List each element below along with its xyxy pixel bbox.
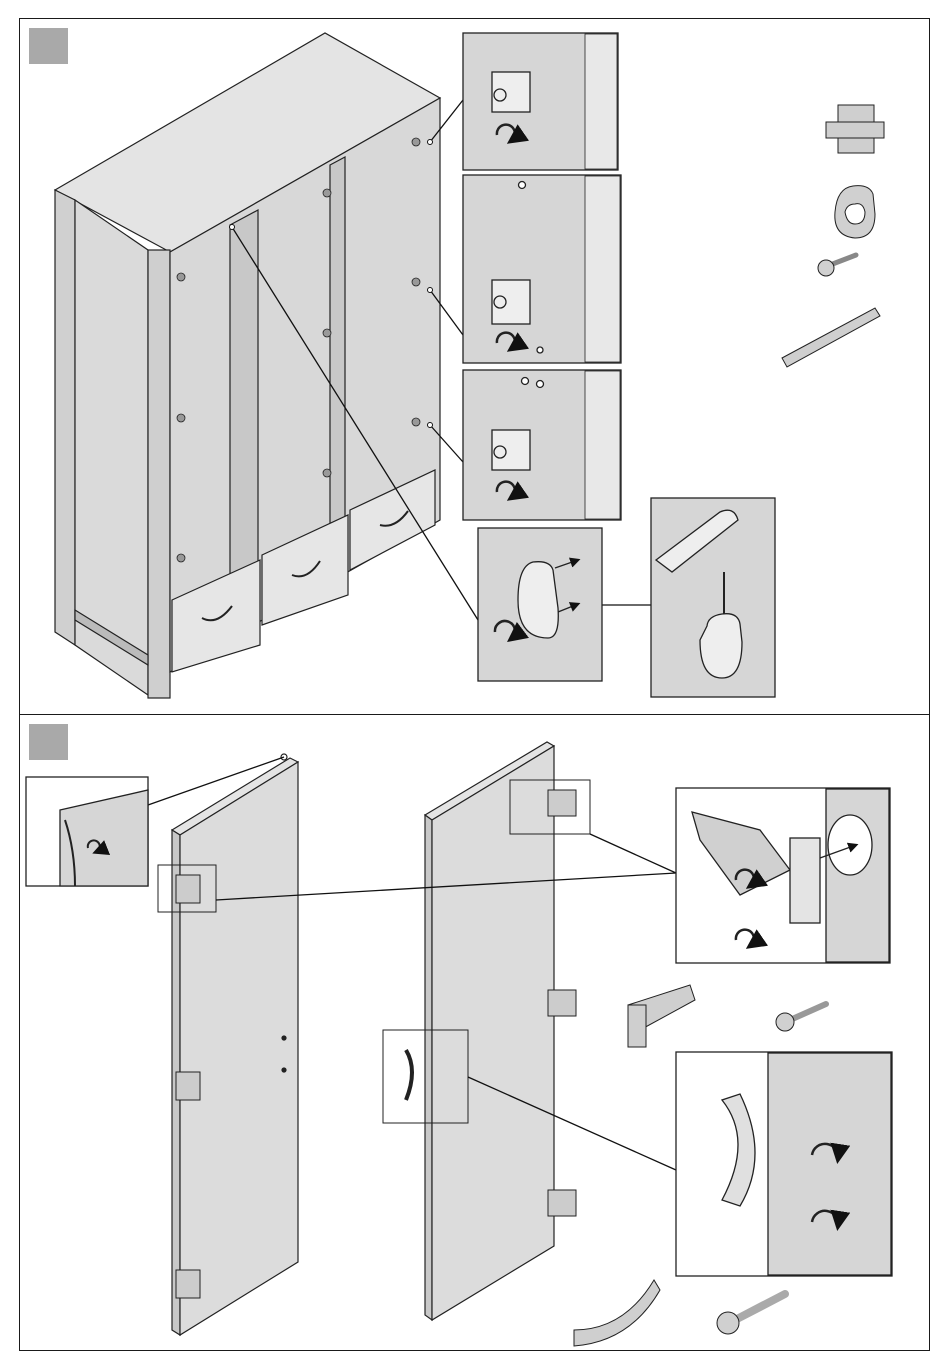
wardrobe-carcass [55,33,440,698]
screw-icon-2 [776,1004,826,1031]
left-door [172,754,298,1335]
bolt-icon [717,1294,785,1334]
rail-icon [782,308,880,367]
detail-box-handle [676,1052,892,1276]
detail-box-rod-holder [478,528,602,681]
detail-box-2 [463,175,621,363]
rod-holder-icon [835,186,875,238]
detail-box-3 [463,370,621,520]
detail-box-hinge [676,788,890,963]
screw-icon [818,255,856,276]
detail-box-edge-peel [26,777,148,886]
detail-box-rail [651,498,775,697]
hinge-icon [628,985,695,1047]
detail-box-1 [463,33,618,170]
handle-icon [574,1280,660,1346]
hinge-plate-icon [826,105,884,153]
right-door [425,742,554,1320]
